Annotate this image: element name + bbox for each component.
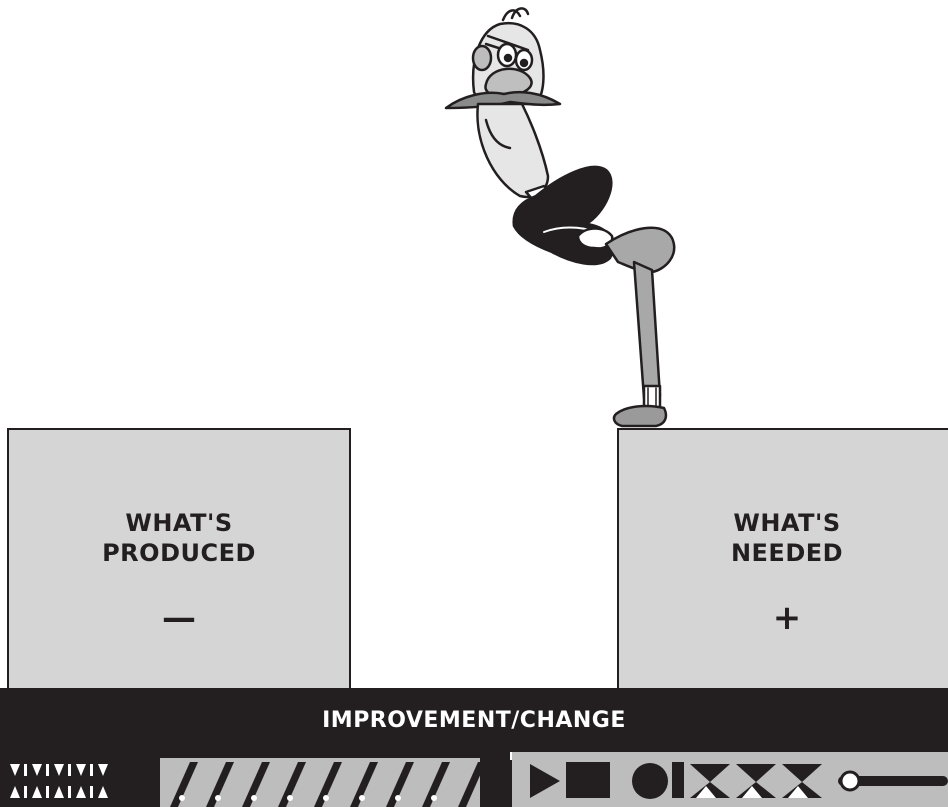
plus-sign: +: [619, 598, 948, 638]
whats-needed-box: WHAT'S NEEDED +: [617, 428, 948, 690]
cartoon-man-illustration: [0, 0, 948, 440]
whats-produced-line2: PRODUCED: [9, 538, 349, 568]
whats-produced-box: WHAT'S PRODUCED —: [7, 428, 351, 690]
minus-sign: —: [9, 598, 349, 638]
whats-needed-label: WHAT'S NEEDED: [619, 508, 948, 568]
whats-needed-line1: WHAT'S: [619, 508, 948, 538]
improvement-change-bar: IMPROVEMENT/CHANGE: [0, 688, 948, 752]
whats-needed-line2: NEEDED: [619, 538, 948, 568]
whats-produced-line1: WHAT'S: [9, 508, 349, 538]
decorative-pattern-strip: [0, 752, 948, 807]
whats-produced-label: WHAT'S PRODUCED: [9, 508, 349, 568]
improvement-change-label: IMPROVEMENT/CHANGE: [322, 708, 626, 733]
